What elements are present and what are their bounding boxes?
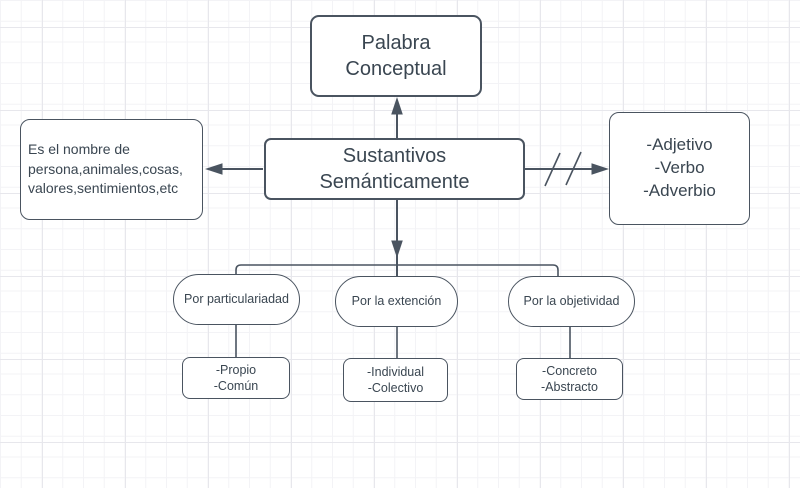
node-label: Es el nombre de persona,animales,cosas, … (28, 141, 183, 197)
connector-sustantivos-to-categories[interactable] (235, 200, 559, 276)
connector-sustantivos-to-definicion[interactable] (205, 163, 263, 175)
node-no-sustantivos[interactable]: -Adjetivo -Verbo -Adverbio (609, 112, 750, 225)
node-label: Sustantivos Semánticamente (319, 144, 470, 193)
node-label: -Concreto -Abstracto (541, 363, 598, 394)
node-label: Por la objetividad (523, 294, 620, 309)
connector-sustantivos-to-palabra[interactable] (391, 97, 403, 138)
node-definicion[interactable]: Es el nombre de persona,animales,cosas, … (20, 119, 203, 220)
node-palabra-conceptual[interactable]: Palabra Conceptual (310, 15, 482, 97)
node-label: Por particulariadad (184, 292, 289, 307)
branch-rail-line (235, 264, 559, 276)
node-concreto-abstracto[interactable]: -Concreto -Abstracto (516, 358, 623, 400)
node-label: Por la extención (351, 294, 442, 309)
node-label: -Propio -Común (213, 362, 259, 393)
arrowhead-down-icon (391, 240, 403, 258)
node-propio-comun[interactable]: -Propio -Común (182, 357, 290, 399)
node-label: Palabra Conceptual (345, 31, 447, 80)
negation-slash-icon (544, 152, 561, 187)
node-por-particulariadad[interactable]: Por particulariadad (173, 274, 300, 325)
node-individual-colectivo[interactable]: -Individual -Colectivo (343, 358, 448, 402)
arrowhead-up-icon (391, 97, 403, 115)
node-por-la-objetividad[interactable]: Por la objetividad (508, 276, 635, 327)
node-label: -Adjetivo -Verbo -Adverbio (643, 135, 716, 200)
negation-slash-icon (565, 151, 582, 186)
arrowhead-right-icon (591, 163, 609, 175)
node-por-la-extencion[interactable]: Por la extención (335, 276, 458, 327)
connector-sustantivos-to-no-sustantivos[interactable] (525, 151, 609, 187)
arrowhead-left-icon (205, 163, 223, 175)
node-sustantivos-semanticamente[interactable]: Sustantivos Semánticamente (264, 138, 525, 200)
node-label: -Individual -Colectivo (367, 364, 424, 395)
